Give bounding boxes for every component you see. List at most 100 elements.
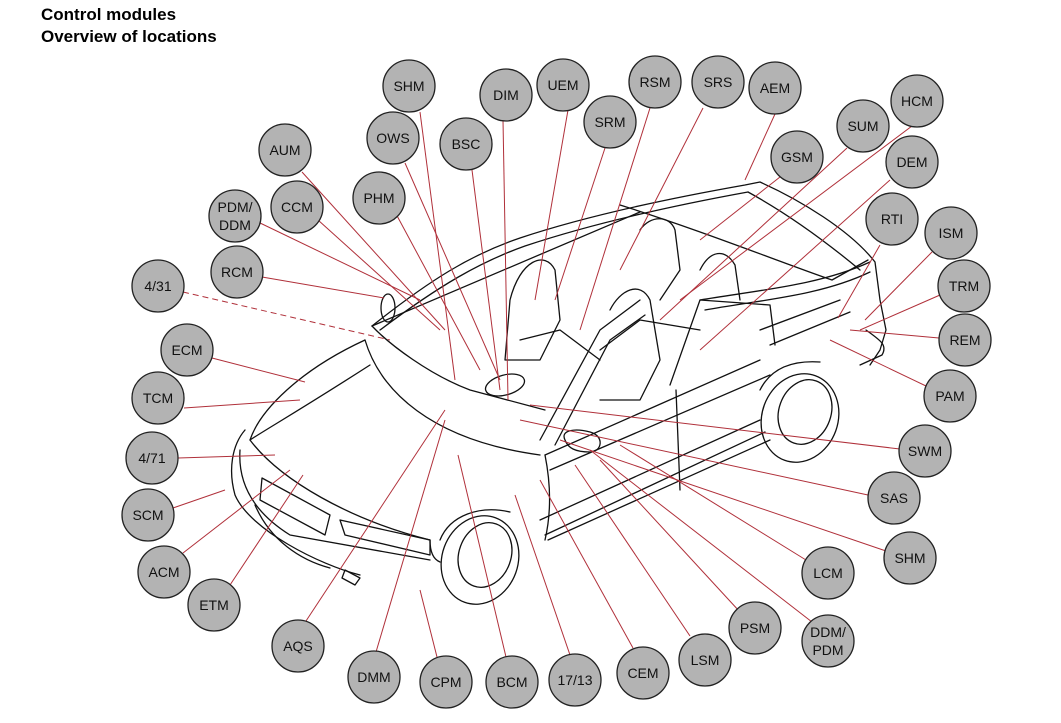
module-label: SUM (847, 118, 878, 134)
module-circle (366, 111, 420, 165)
leader-line-tcm (183, 399, 301, 409)
module-circle (137, 545, 191, 599)
module-label: SHM (894, 550, 925, 566)
leader-line-dmm (375, 419, 446, 653)
module-bubble-rti: RTI (865, 192, 919, 246)
module-bubble-pam: PAM (923, 369, 977, 423)
module-circle (890, 74, 944, 128)
module-label: SCM (132, 507, 163, 523)
module-bubble-scm: SCM (121, 488, 175, 542)
module-label: DDM (219, 217, 251, 233)
module-bubble-aum: AUM (258, 123, 312, 177)
module-label: CCM (281, 199, 313, 215)
module-label: 17/13 (557, 672, 592, 688)
module-bubble-ecm: ECM (160, 323, 214, 377)
module-bubble-ccm: CCM (270, 180, 324, 234)
module-label: RTI (881, 211, 903, 227)
leader-line-ccm (317, 219, 441, 331)
module-bubble-gsm: GSM (770, 130, 824, 184)
module-label: AQS (283, 638, 313, 654)
module-circle (208, 189, 262, 243)
leader-line-swm (529, 404, 901, 450)
module-label: 4/31 (144, 278, 171, 294)
leader-line-etm (229, 474, 304, 586)
module-circle (485, 655, 539, 709)
leader-line-rcm (261, 276, 385, 299)
module-circle (187, 578, 241, 632)
leader-line-scm (172, 489, 226, 509)
module-circle (801, 614, 855, 668)
module-circle (271, 619, 325, 673)
leader-lines (172, 107, 941, 658)
module-bubble-bsc: BSC (439, 117, 493, 171)
module-label: AUM (269, 142, 300, 158)
leader-line-acm (182, 469, 291, 554)
module-circle (258, 123, 312, 177)
module-circle (770, 130, 824, 184)
module-bubble-trm: TRM (937, 259, 991, 313)
module-label: UEM (547, 77, 578, 93)
module-circle (210, 245, 264, 299)
module-label: BCM (496, 674, 527, 690)
module-label: SWM (908, 443, 942, 459)
module-bubble-rem: REM (938, 313, 992, 367)
module-label: REM (949, 332, 980, 348)
module-bubble-hcm: HCM (890, 74, 944, 128)
leader-line-uem (534, 109, 569, 301)
leader-line-lcm (619, 444, 807, 561)
module-bubble-sum: SUM (836, 99, 890, 153)
module-label: TCM (143, 390, 173, 406)
module-circle (382, 59, 436, 113)
module-circle (898, 424, 952, 478)
leader-line-aum (301, 171, 446, 331)
leader-line-bcm (457, 454, 507, 658)
module-bubble-psm: PSM (728, 601, 782, 655)
module-label: LSM (691, 652, 720, 668)
module-bubble-pdm-ddm: PDM/DDM (208, 189, 262, 243)
leader-line-hcm (679, 125, 913, 301)
module-bubble-srs: SRS (691, 55, 745, 109)
leader-line-cpm (419, 589, 438, 658)
module-circle (479, 68, 533, 122)
leader-line-ism (864, 251, 933, 321)
module-label: HCM (901, 93, 933, 109)
module-bubble-17-13: 17/13 (548, 653, 602, 707)
module-bubble-lsm: LSM (678, 633, 732, 687)
module-bubble-4-31: 4/31 (131, 259, 185, 313)
module-bubble-ddm-pdm: DDM/PDM (801, 614, 855, 668)
module-circle (923, 369, 977, 423)
module-label: GSM (781, 149, 813, 165)
module-circle (616, 646, 670, 700)
leader-line-ecm (211, 357, 306, 383)
module-label: ECM (171, 342, 202, 358)
module-circle (924, 206, 978, 260)
leader-line-aqs (305, 409, 446, 622)
module-label: PHM (363, 190, 394, 206)
leader-line-aem (744, 113, 776, 181)
leader-line-gsm (699, 176, 781, 241)
module-bubble-dmm: DMM (347, 650, 401, 704)
module-circle (937, 259, 991, 313)
module-bubble-cem: CEM (616, 646, 670, 700)
module-circle (121, 488, 175, 542)
leader-line-rti (837, 244, 881, 319)
module-bubble-rcm: RCM (210, 245, 264, 299)
module-label: ACM (148, 564, 179, 580)
module-circle (867, 471, 921, 525)
module-bubble-phm: PHM (352, 171, 406, 225)
module-circle (347, 650, 401, 704)
leader-line-bsc (471, 169, 501, 391)
module-circle (883, 531, 937, 585)
leader-line-sas (519, 419, 869, 496)
module-circle (691, 55, 745, 109)
leader-line-cem (539, 479, 634, 649)
module-circle (583, 95, 637, 149)
leader-line-pdm-ddm (257, 221, 421, 301)
leader-line-sum (659, 147, 848, 321)
module-label: LCM (813, 565, 843, 581)
module-circle (938, 313, 992, 367)
module-label: SHM (393, 78, 424, 94)
page-title: Control modules (41, 5, 177, 24)
module-bubble-aem: AEM (748, 61, 802, 115)
module-bubble-dim: DIM (479, 68, 533, 122)
